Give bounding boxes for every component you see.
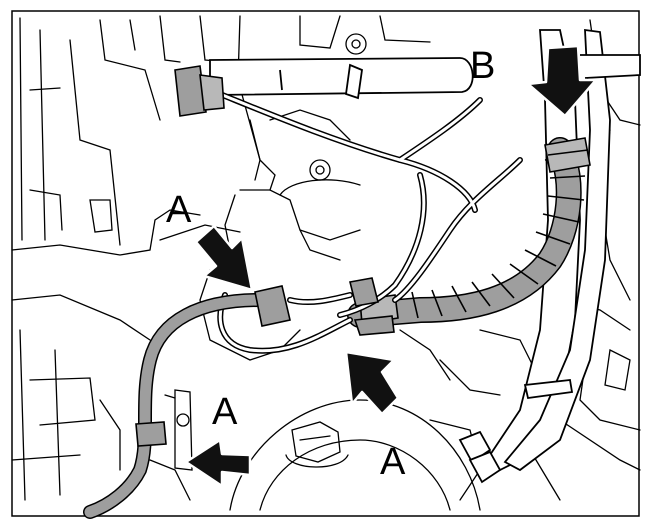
lower-left-harness xyxy=(83,293,267,519)
arrow-b xyxy=(526,44,598,118)
callout-labels: A B A A xyxy=(166,45,495,483)
arrow-mid xyxy=(344,350,400,416)
wiring-harness xyxy=(347,137,591,336)
thin-wires-inner xyxy=(208,88,522,353)
background-linework xyxy=(11,15,641,511)
callout-arrows xyxy=(184,44,598,488)
arrow-a-upper xyxy=(194,224,254,292)
arrow-a-lower xyxy=(184,438,252,488)
upper-hose xyxy=(209,57,474,100)
callout-label-a-lower-left: A xyxy=(212,391,238,433)
connectors xyxy=(174,65,379,327)
callout-label-a-lower-right: A xyxy=(380,441,406,483)
callout-label-b: B xyxy=(470,45,495,87)
callout-label-a-upper: A xyxy=(166,189,192,231)
